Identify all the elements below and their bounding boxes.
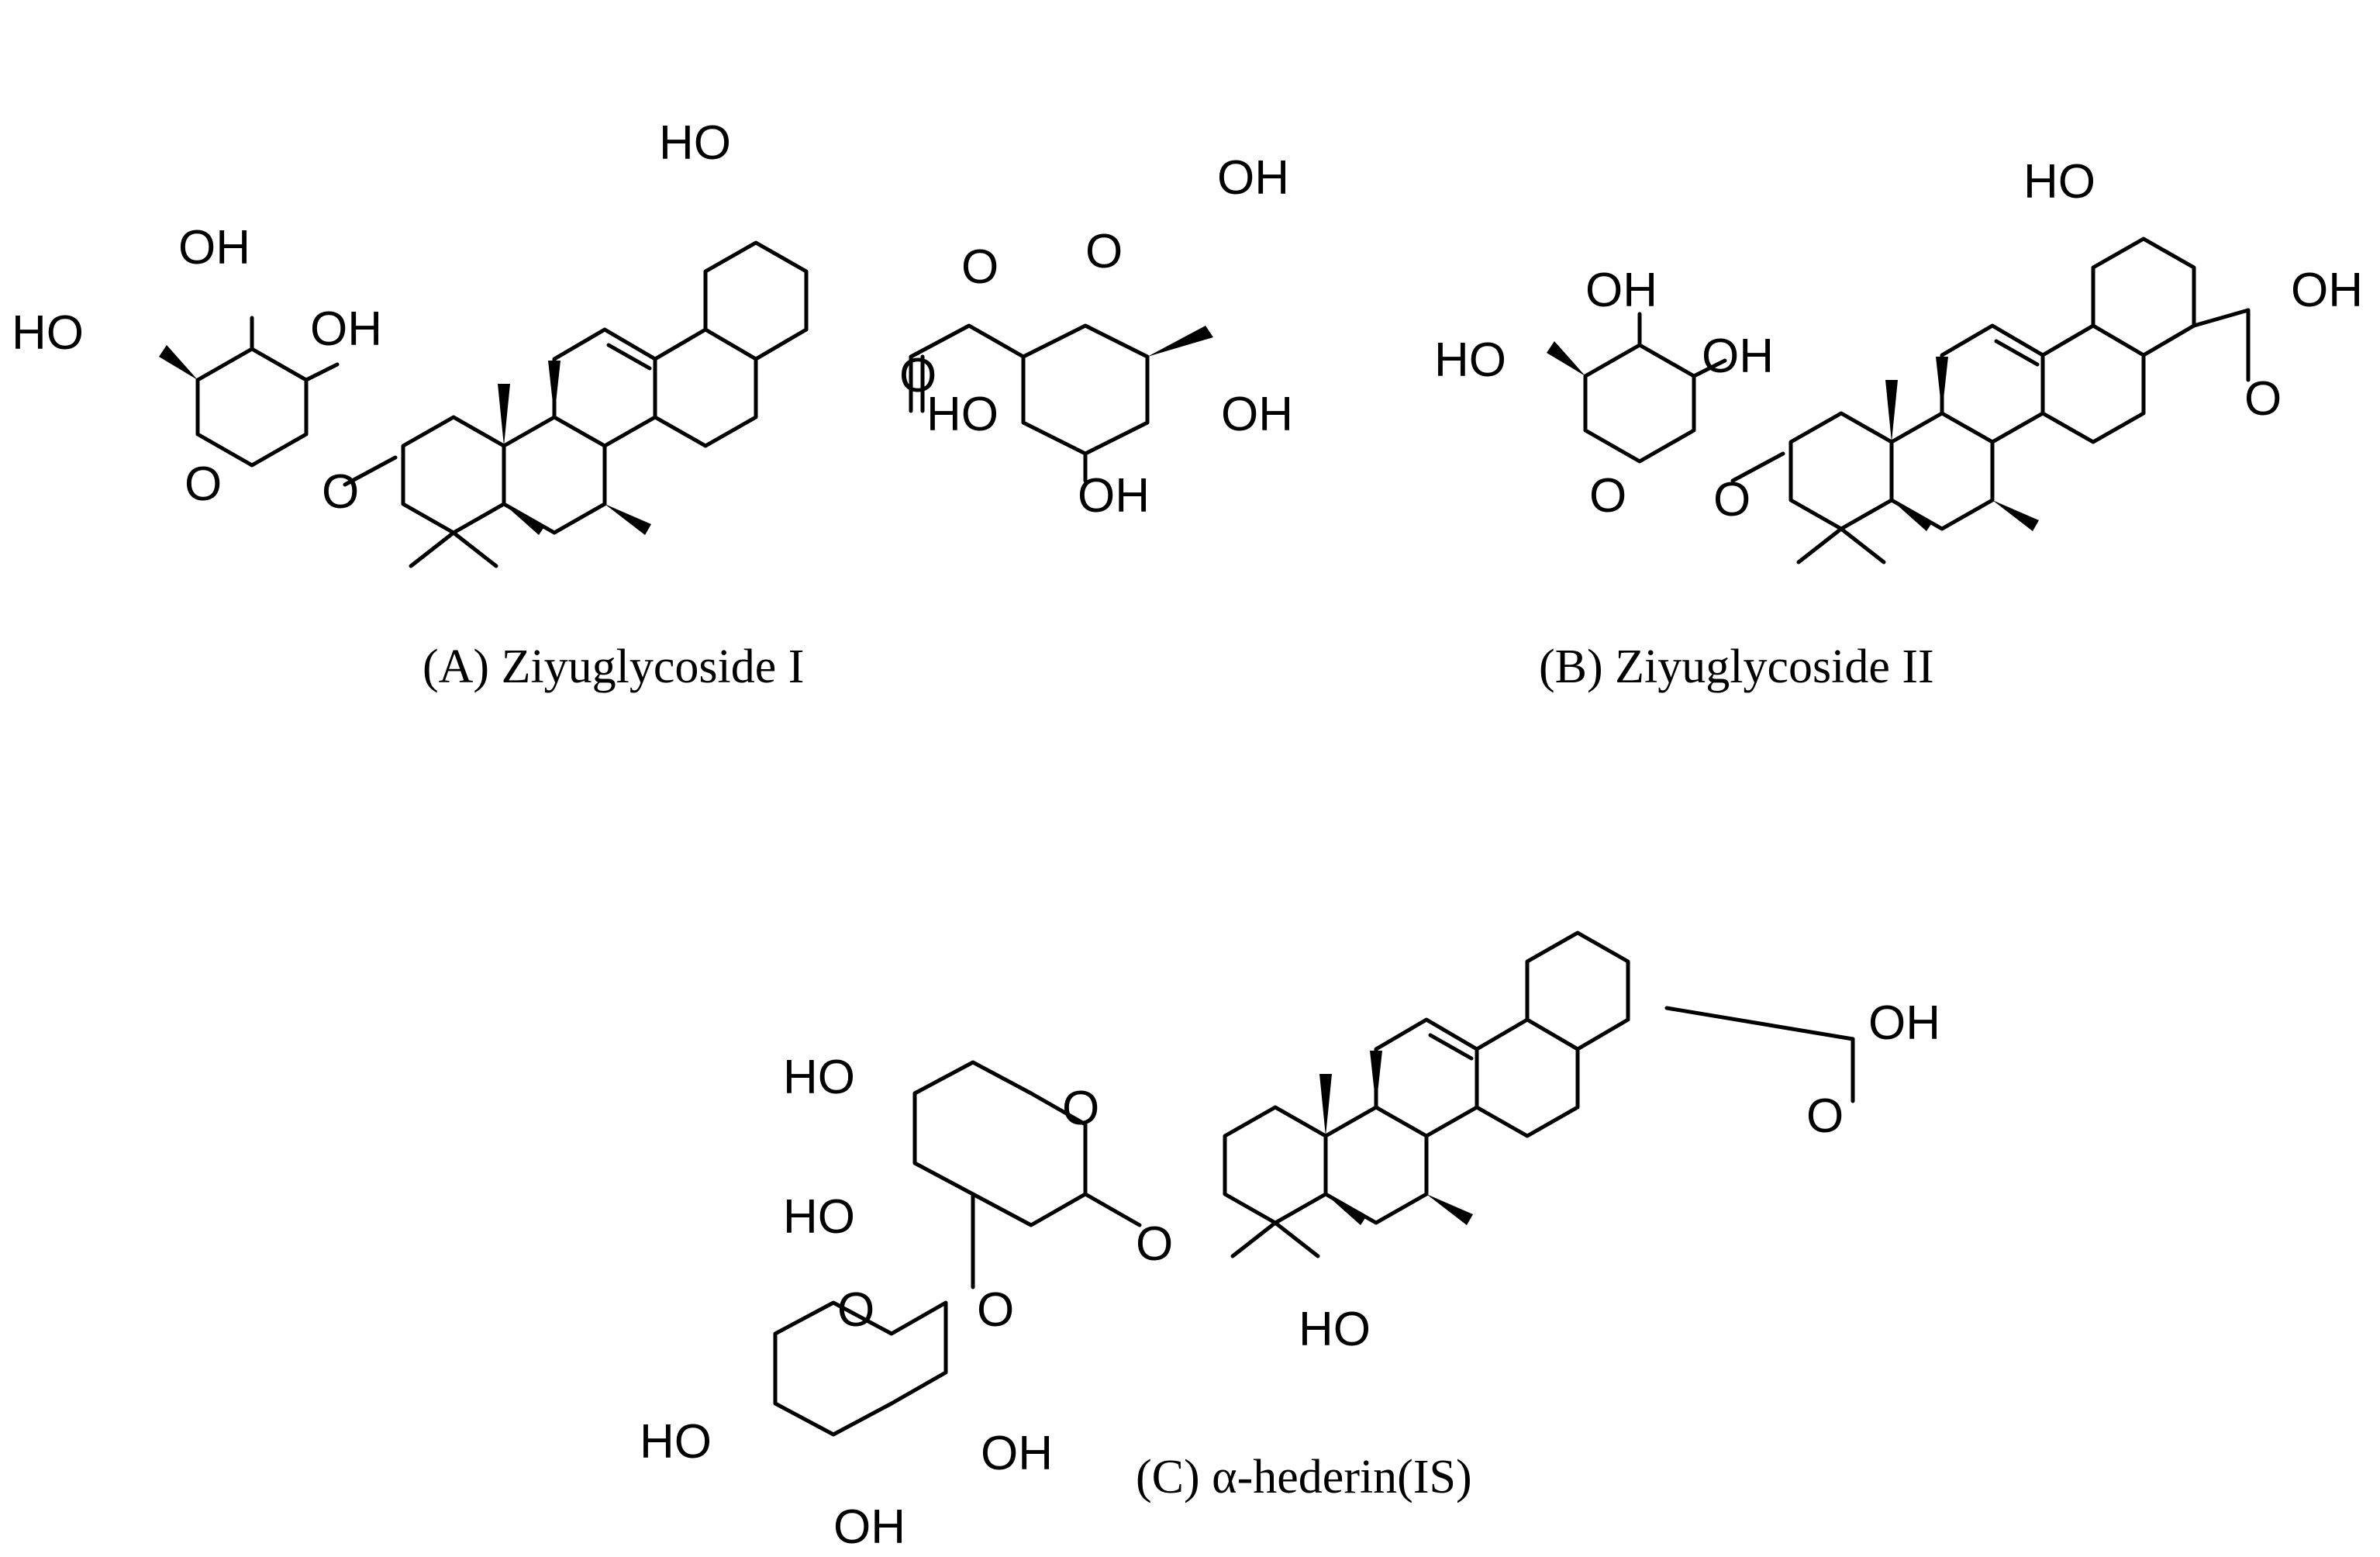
atom-ho-c4: HO [1299, 1303, 1371, 1356]
atom-oh-b3: OH [2291, 264, 2363, 317]
atom-o-b2: O [1713, 473, 1751, 526]
atom-oh-a2: OH [310, 302, 382, 356]
atom-o-a3: O [961, 240, 999, 294]
atom-o-a5: O [1085, 225, 1123, 278]
atom-oh-a1: OH [178, 221, 250, 274]
atom-oh-c2: OH [833, 1500, 905, 1554]
atom-ho-c2: HO [783, 1190, 855, 1244]
atom-ho-c3: HO [640, 1415, 712, 1469]
atom-o-a4: O [899, 349, 936, 402]
atom-o-a2: O [322, 465, 359, 519]
atom-oh-a3: OH [1217, 151, 1289, 205]
atom-ho-a1: HO [12, 306, 84, 360]
atom-o-a1: O [185, 457, 222, 511]
atom-ho-b2: HO [2023, 155, 2095, 209]
atom-o-c3: O [977, 1283, 1014, 1337]
structure-ziyuglycoside-ii: OH HO OH O O HO OH O (B) Ziyuglycoside I… [1434, 155, 2363, 693]
atom-o-c4: O [837, 1283, 874, 1337]
atom-o-c2: O [1136, 1217, 1173, 1271]
atom-ho-a2: HO [659, 116, 731, 170]
caption-b: (B) Ziyuglycoside II [1539, 640, 1934, 693]
caption-c: (C) α-hederin(IS) [1136, 1451, 1472, 1503]
structure-alpha-hederin: HO O HO O O O HO OH OH HO OH O (C) α-hed… [640, 933, 1940, 1554]
atom-oh-c1: OH [981, 1427, 1053, 1480]
atom-oh-b2: OH [1702, 330, 1774, 383]
atom-o-c1: O [1062, 1082, 1099, 1135]
atom-ho-a3: HO [926, 388, 999, 441]
atom-oh-c3: OH [1868, 996, 1940, 1050]
atom-oh-a4: OH [1221, 388, 1293, 441]
caption-a: (A) Ziyuglycoside I [423, 640, 804, 693]
atom-o-b3: O [2244, 372, 2282, 426]
atom-o-b1: O [1589, 469, 1626, 523]
structure-ziyuglycoside-i: OH HO OH O O HO O O O OH HO OH OH (A) Zi… [12, 116, 1293, 693]
atom-ho-c1: HO [783, 1051, 855, 1104]
atom-oh-b1: OH [1585, 264, 1657, 317]
atom-ho-b1: HO [1434, 333, 1506, 387]
atom-oh-a5: OH [1078, 469, 1150, 523]
atom-o-c5: O [1806, 1089, 1844, 1143]
